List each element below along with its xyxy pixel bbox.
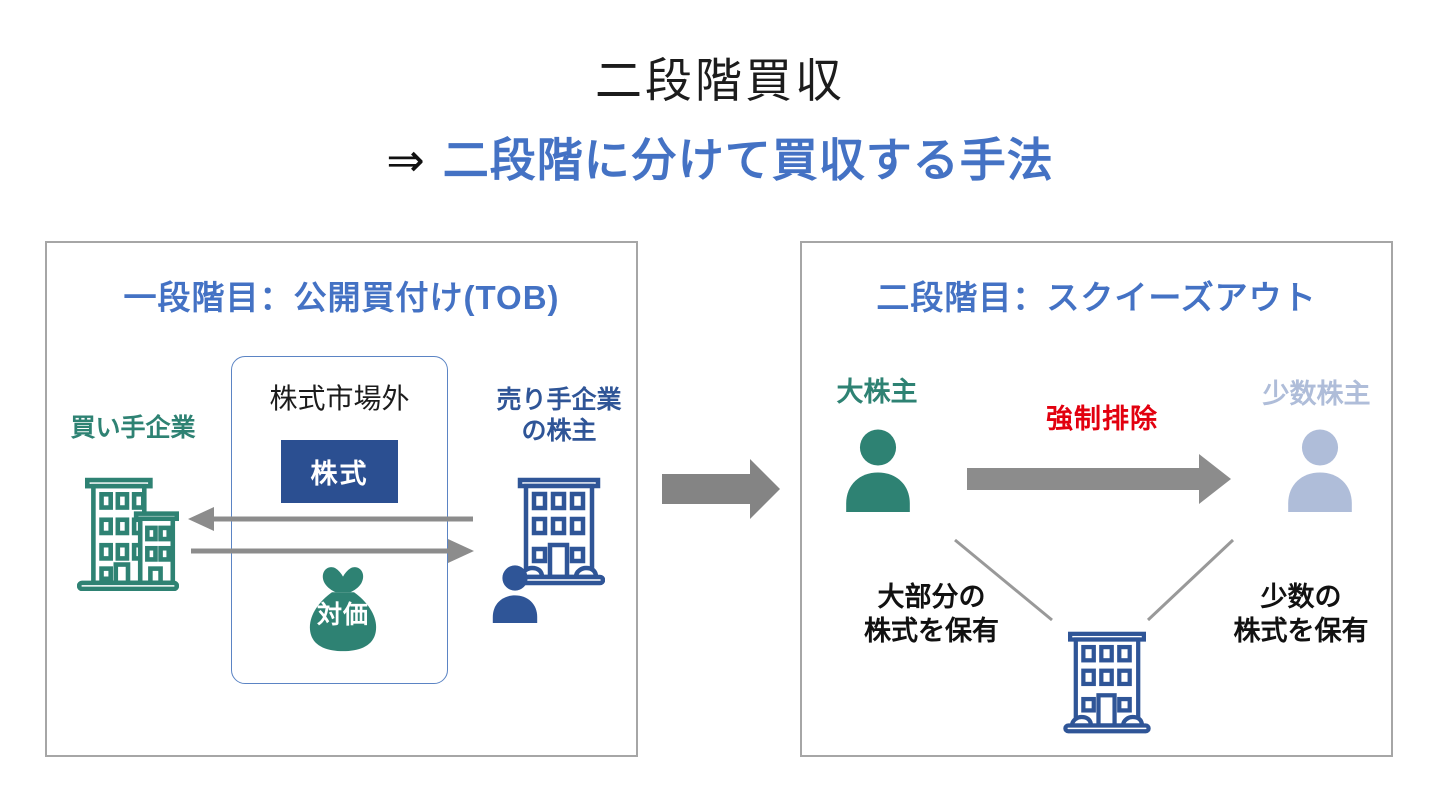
- majority-note-line2: 株式を保有: [864, 615, 999, 646]
- stock-box: 株式: [281, 440, 398, 503]
- off-market-label: 株式市場外: [269, 383, 410, 414]
- minority-holding-note: 少数の 株式を保有: [1216, 581, 1386, 649]
- panel-second-stage-squeeze-out: 二段階目：スクイーズアウト 大株主 強制排除 少数株主 大部分の 株式を保有: [800, 241, 1393, 757]
- subtitle-text: 二段階に分けて買収する手法: [442, 134, 1054, 186]
- right-panel-heading: 二段階目：スクイーズアウト: [876, 279, 1317, 316]
- seller-person-icon: [483, 563, 547, 623]
- stock-box-label: 株式: [310, 459, 369, 489]
- minority-note-line2: 株式を保有: [1233, 615, 1369, 646]
- buyer-company-label: 買い手企業: [70, 414, 196, 442]
- seller-building-icon: [513, 477, 605, 587]
- panel-first-stage-tob: 一段階目：公開買付け(TOB) 株式市場外 株式 対価 買い手企業: [45, 241, 638, 757]
- minor-shareholder-person-icon: [1277, 418, 1363, 520]
- squeeze-out-arrow: [967, 452, 1233, 506]
- seller-shareholders-label: 売り手企業 の株主: [479, 385, 639, 448]
- seller-label-line1: 売り手企業: [496, 386, 622, 414]
- page-subtitle: ⇒ 二段階に分けて買収する手法: [0, 124, 1440, 190]
- money-bag-icon: [297, 561, 389, 653]
- majority-holding-note: 大部分の 株式を保有: [849, 581, 1014, 649]
- left-panel-heading: 一段階目：公開買付け(TOB): [123, 279, 560, 316]
- forced-exclusion-label: 強制排除: [1046, 404, 1158, 434]
- seller-label-line2: の株主: [521, 417, 597, 446]
- minor-shareholder-label: 少数株主: [1262, 379, 1371, 409]
- target-company-building-icon: [1062, 631, 1152, 735]
- minority-note-line1: 少数の: [1260, 582, 1342, 612]
- buyer-building-icon: [77, 477, 179, 591]
- major-shareholder-label: 大株主: [836, 377, 918, 407]
- major-shareholder-person-icon: [835, 418, 921, 520]
- consideration-label: 対価: [316, 601, 369, 629]
- stage-transition-arrow: [662, 459, 780, 519]
- page-title: 二段階買収: [595, 54, 845, 107]
- implies-arrow-glyph: ⇒: [386, 134, 425, 186]
- majority-note-line1: 大部分の: [877, 582, 986, 612]
